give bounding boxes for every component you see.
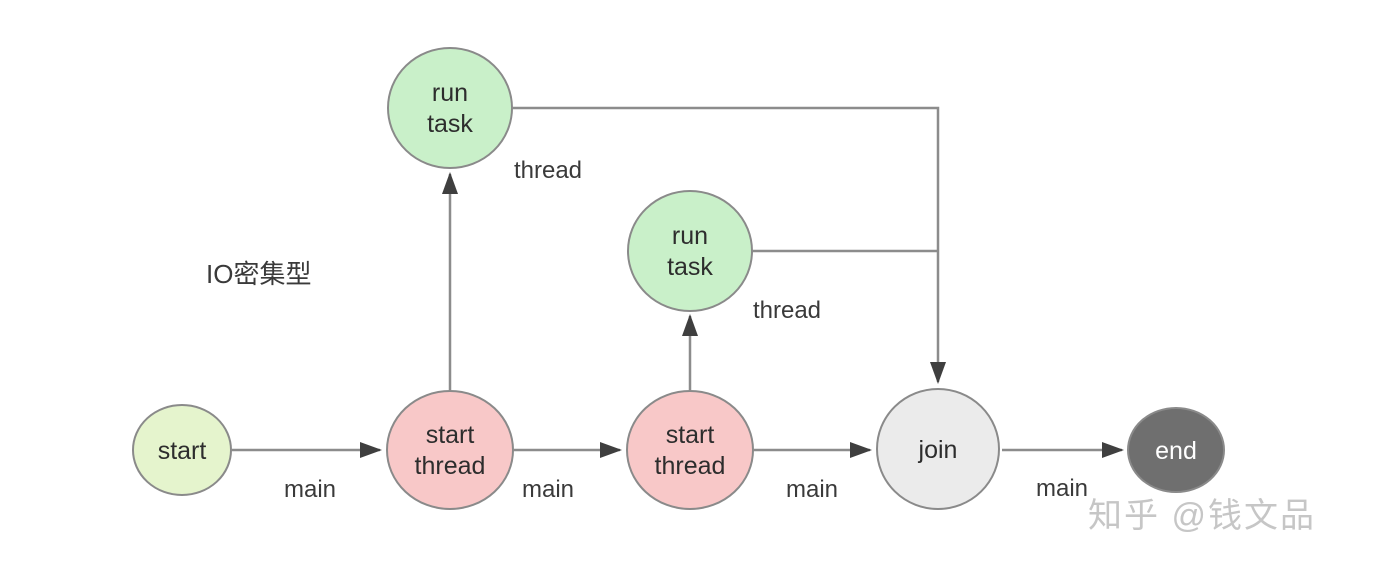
- edge-label-main-3: main: [786, 476, 838, 503]
- start-thread-1-circle: [386, 390, 514, 510]
- edge-label-main-2: main: [522, 476, 574, 503]
- edge-label-thread-2: thread: [753, 297, 821, 324]
- start-thread-2-label-line1: start: [666, 421, 715, 449]
- run-task-2-circle: [627, 190, 753, 312]
- end-node-circle: [1127, 407, 1225, 493]
- join-node-circle: [876, 388, 1000, 510]
- start-thread-1-label-line1: start: [426, 421, 475, 449]
- edge-label-thread-1: thread: [514, 157, 582, 184]
- node-join: join: [876, 388, 1000, 510]
- start-node-label: start: [158, 437, 207, 465]
- join-node-label: join: [918, 436, 958, 464]
- start-thread-2-label-line2: thread: [655, 452, 726, 480]
- edge-task1-to-join: [513, 106, 946, 384]
- watermark: 知乎 @钱文品: [1088, 497, 1316, 535]
- start-node-circle: [132, 404, 232, 496]
- node-end: end: [1127, 407, 1225, 493]
- node-start: start: [132, 404, 232, 496]
- node-run-task-2: run task: [627, 190, 753, 312]
- run-task-1-label-line1: run: [432, 79, 468, 107]
- edge-labels: main main main main thread thread: [284, 157, 1088, 503]
- run-task-2-label-line1: run: [672, 222, 708, 250]
- start-thread-1-label-line2: thread: [415, 452, 486, 480]
- edge-label-main-4: main: [1036, 475, 1088, 502]
- run-task-1-circle: [387, 47, 513, 169]
- edges: [232, 106, 1124, 458]
- run-task-1-label-line2: task: [427, 110, 473, 138]
- diagram-caption: IO密集型: [206, 259, 311, 289]
- end-node-label: end: [1155, 437, 1197, 465]
- node-start-thread-1: start thread: [386, 390, 514, 510]
- run-task-2-label-line2: task: [667, 253, 713, 281]
- start-thread-2-circle: [626, 390, 754, 510]
- edge-label-main-1: main: [284, 476, 336, 503]
- node-start-thread-2: start thread: [626, 390, 754, 510]
- node-run-task-1: run task: [387, 47, 513, 169]
